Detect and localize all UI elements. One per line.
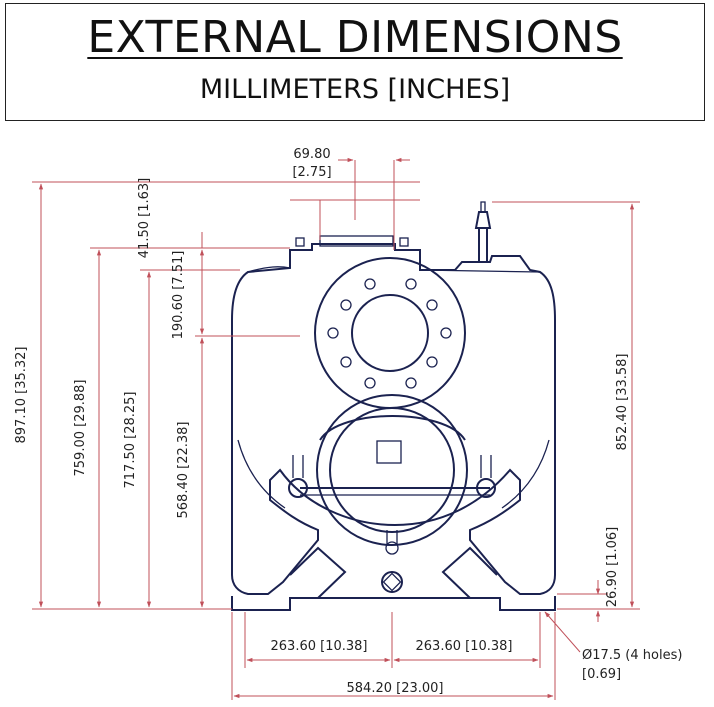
upper-flange-bore [351, 294, 429, 372]
discharge-bolt-left [295, 237, 305, 247]
label-263-left: 263.60 [10.38] [271, 639, 368, 654]
cover-plate [316, 394, 468, 546]
left-side-curve [237, 439, 286, 509]
vent-pipe [478, 227, 488, 262]
label-759: 759.00 [29.88] [73, 380, 88, 477]
left-leg [231, 546, 347, 611]
title-box: EXTERNAL DIMENSIONS MILLIMETERS [INCHES] [5, 3, 705, 121]
tank-top-band [247, 266, 541, 273]
label-717: 717.50 [28.25] [123, 392, 138, 489]
label-263-right: 263.60 [10.38] [416, 639, 513, 654]
vent-cap [474, 211, 492, 229]
cover-top-arc [319, 415, 466, 441]
label-69-mm: 69.80 [293, 147, 330, 162]
clamp-knob-right [476, 478, 496, 498]
label-26: 26.90 [1.06] [605, 527, 620, 607]
label-897: 897.10 [35.32] [14, 347, 29, 444]
cover-bottom-knob [385, 541, 399, 555]
right-leg [441, 546, 556, 611]
label-852: 852.40 [33.58] [615, 354, 630, 451]
ext-69-lower [290, 199, 420, 240]
tank-outline [231, 243, 556, 595]
hole-leader [544, 611, 581, 653]
cover-inner [329, 407, 455, 533]
label-584: 584.20 [23.00] [347, 681, 444, 696]
label-568: 568.40 [22.38] [176, 422, 191, 519]
flange-bolt-holes [327, 278, 452, 389]
page-subtitle: MILLIMETERS [INCHES] [199, 74, 511, 105]
pump-body [231, 201, 556, 611]
drain-plug [381, 571, 403, 593]
cover-bottom-stem [386, 530, 398, 546]
label-hole-in: [0.69] [582, 667, 621, 682]
clamp-left-post [292, 455, 304, 478]
label-69-in: [2.75] [292, 165, 331, 180]
page-title: EXTERNAL DIMENSIONS [87, 12, 623, 63]
discharge-bolt-right [399, 237, 409, 247]
clamp-knob-left [288, 478, 308, 498]
label-41: 41.50 [1.63] [137, 178, 152, 258]
vent-tip [480, 201, 486, 212]
right-side-curve [501, 439, 550, 509]
clamp-right-post [480, 455, 492, 478]
label-hole: Ø17.5 (4 holes) [582, 648, 682, 663]
dimension-labels: 897.10 [35.32] 759.00 [29.88] 717.50 [28… [14, 147, 682, 696]
label-190: 190.60 [7.51] [171, 251, 186, 340]
discharge-top [319, 235, 394, 247]
dimension-lines [32, 157, 640, 700]
cover-window [376, 440, 402, 464]
drain-plug-square [382, 572, 402, 592]
